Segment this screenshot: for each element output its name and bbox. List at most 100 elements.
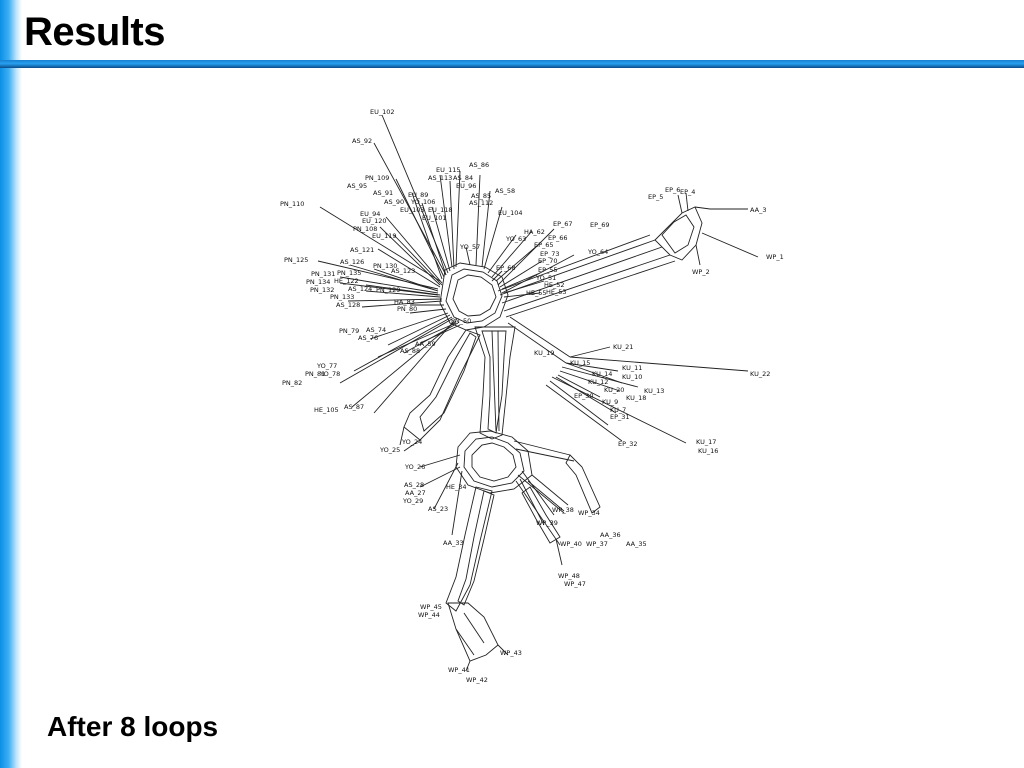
taxon-label: EP_68	[496, 264, 516, 272]
taxon-label: WP_43	[500, 649, 522, 657]
taxon-label: EP_6	[665, 186, 680, 194]
taxon-label: YO_78	[319, 370, 340, 378]
taxon-label: KU_20	[604, 386, 624, 394]
taxon-labels: EU_102 AS_92 AS_86 EU_115 AS_113 AS_84 P…	[280, 108, 784, 684]
taxon-label: EU_101	[422, 214, 447, 222]
taxon-label: PN_125	[284, 256, 308, 264]
taxon-label: PN_79	[339, 327, 359, 335]
taxon-label: WP_38	[552, 506, 574, 514]
taxon-label: PN_82	[282, 379, 302, 387]
taxon-label: KU_22	[750, 370, 770, 378]
taxon-label: PN_50	[451, 317, 471, 325]
taxon-label: KU_7	[610, 406, 626, 414]
taxon-label: AA_3	[750, 206, 766, 214]
taxon-label: PN_109	[365, 174, 389, 182]
taxon-label: EP_30	[574, 392, 594, 400]
taxon-label: EU_103	[400, 206, 425, 214]
taxon-label: AS_126	[340, 258, 364, 266]
taxon-label: HA_62	[524, 228, 545, 236]
taxon-label: EP_69	[590, 221, 610, 229]
taxon-label: EP_4	[680, 188, 695, 196]
taxon-label: AS_112	[469, 199, 493, 207]
taxon-label: PN_108	[353, 225, 377, 233]
taxon-label: AS_128	[336, 301, 360, 309]
taxon-label: EP_67	[553, 220, 573, 228]
taxon-label: WP_40	[560, 540, 582, 548]
taxon-label: AS_58	[495, 187, 515, 195]
taxon-label: WP_42	[466, 676, 488, 684]
taxon-label: YO_63	[505, 235, 526, 243]
taxon-label: WP_41	[448, 666, 470, 674]
taxon-label: HE_34	[446, 483, 467, 491]
taxon-label: AA_59	[415, 340, 436, 348]
taxon-label: AS_113	[428, 174, 452, 182]
taxon-label: AS_28	[404, 481, 424, 489]
taxon-label: PN_133	[330, 293, 354, 301]
taxon-label: EU_118	[428, 206, 453, 214]
taxon-label: AS_123	[391, 267, 415, 275]
taxon-label: AA_35	[626, 540, 647, 548]
taxon-label: WP_48	[558, 572, 580, 580]
taxon-label: EP_55	[538, 266, 558, 274]
taxon-label: YO_26	[404, 463, 425, 471]
taxon-label: KU_10	[622, 373, 642, 381]
taxon-label: EP_32	[618, 440, 638, 448]
taxon-label: AS_87	[344, 403, 364, 411]
taxon-label: PN_81	[305, 370, 325, 378]
taxon-label: KU_19	[534, 349, 554, 357]
taxon-label: WP_2	[692, 268, 710, 276]
taxon-label: PN_130	[373, 262, 397, 270]
taxon-label: KU_16	[698, 447, 718, 455]
left-accent-bar	[0, 0, 22, 768]
taxon-label: YO_77	[316, 362, 337, 370]
taxon-label: KU_17	[696, 438, 716, 446]
taxon-label: HE_105	[314, 406, 339, 414]
taxon-label: WP_45	[420, 603, 442, 611]
taxon-label: WP_1	[766, 253, 784, 261]
taxon-label: EU_120	[362, 217, 387, 225]
taxon-label: HE_55	[526, 289, 547, 297]
taxon-label: AS_95	[347, 182, 367, 190]
taxon-label: EP_31	[610, 413, 630, 421]
slide-caption: After 8 loops	[47, 711, 219, 742]
taxon-label: AS_76	[358, 334, 378, 342]
taxon-label: PN_134	[306, 278, 330, 286]
taxon-label: AA_36	[600, 531, 621, 539]
taxon-label: PN_135	[337, 269, 361, 277]
taxon-label: YO_106	[410, 198, 435, 206]
taxon-label: YO_64	[587, 248, 608, 256]
taxon-label: EU_119	[372, 232, 397, 240]
taxon-label: HE_52	[544, 281, 565, 289]
taxon-label: YO_57	[459, 243, 480, 251]
taxon-label: HE_122	[334, 277, 359, 285]
taxon-label: AS_86	[469, 161, 489, 169]
taxon-label: YO_29	[402, 497, 423, 505]
taxon-label: YO_51	[535, 274, 556, 282]
taxon-label: AA_33	[443, 539, 464, 547]
taxon-label: AS_74	[366, 326, 386, 334]
taxon-label: KU_14	[592, 370, 612, 378]
taxon-label: KU_9	[602, 398, 618, 406]
taxon-label: YO_24	[401, 438, 422, 446]
taxon-label: PN_129	[376, 286, 400, 294]
taxon-label: EU_115	[436, 166, 461, 174]
taxon-label: EU_89	[408, 191, 428, 199]
taxon-label: AS_88	[400, 347, 420, 355]
taxon-label: AS_121	[350, 246, 374, 254]
taxon-label: WP_37	[586, 540, 608, 548]
taxon-label: HE_53	[546, 288, 567, 296]
taxon-label: WP_44	[418, 611, 440, 619]
taxon-label: EP_70	[538, 257, 558, 265]
taxon-label: EU_104	[498, 209, 523, 217]
slide-title: Results	[24, 10, 166, 54]
taxon-label: WP_34	[578, 509, 600, 517]
phylogenetic-network: EU_102 AS_92 AS_86 EU_115 AS_113 AS_84 P…	[280, 108, 784, 684]
taxon-label: KU_12	[588, 378, 608, 386]
taxon-label: EU_102	[370, 108, 395, 116]
taxon-label: PN_110	[280, 200, 304, 208]
taxon-label: AS_23	[428, 505, 448, 513]
taxon-label: EU_96	[456, 182, 476, 190]
taxon-label: AA_27	[405, 489, 426, 497]
taxon-label: WP_47	[564, 580, 586, 588]
network-edges	[317, 114, 759, 672]
